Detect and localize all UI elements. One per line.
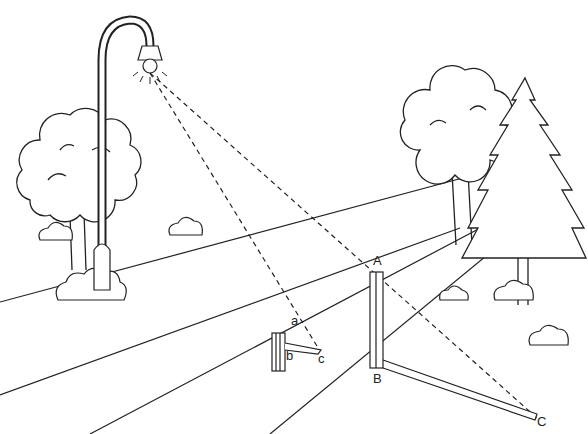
pine-tree	[462, 78, 586, 305]
street-lamp	[94, 20, 167, 290]
lamp-shade	[138, 46, 162, 60]
pole-shadow	[383, 360, 537, 420]
bush	[440, 286, 469, 300]
bush	[494, 280, 533, 300]
bushes	[39, 217, 568, 345]
tall-pole	[370, 272, 537, 420]
point-label: B	[373, 372, 382, 386]
point-label: c	[318, 352, 325, 366]
tree-detail	[430, 106, 486, 125]
pine-crown	[462, 78, 586, 258]
lamp-base	[94, 244, 110, 290]
ray-to-C	[150, 73, 537, 418]
pole-body	[370, 272, 383, 368]
bush	[39, 222, 72, 240]
tree-trunk	[452, 172, 472, 245]
point-label: a	[291, 314, 298, 328]
light-bulb	[143, 59, 157, 73]
light-rays-dashed	[150, 73, 537, 418]
bush	[169, 217, 202, 235]
tree-crown	[17, 108, 141, 221]
point-label: b	[286, 349, 293, 363]
bush	[56, 268, 126, 300]
road-edge	[270, 228, 520, 434]
left-tree	[17, 108, 141, 270]
stick-body	[272, 333, 285, 371]
bush	[529, 325, 568, 345]
point-label: A	[373, 254, 382, 268]
point-label: C	[537, 415, 546, 429]
ray-to-c	[150, 73, 320, 351]
road-edge	[90, 215, 505, 434]
small-stick	[272, 333, 321, 371]
